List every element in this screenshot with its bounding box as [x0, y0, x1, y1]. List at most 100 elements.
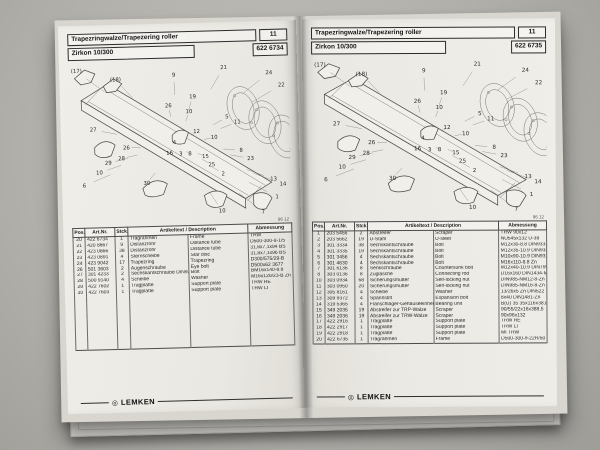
catalog-page-left: Trapezringwalze/Trapezering roller 11 Zi…	[57, 20, 307, 415]
callout-leader-line	[127, 154, 138, 158]
parts-table: Pos. Art.Nr. Stck. Artikeltext / Descrip…	[311, 220, 548, 345]
col-qty: Stck.	[114, 227, 128, 237]
callout-leader-line	[345, 125, 362, 129]
callout-leader-line	[191, 132, 195, 136]
callout-number: 9	[172, 72, 176, 78]
brand-logo: LEMKEN	[356, 392, 392, 402]
callout-number: 10	[436, 105, 444, 111]
callout-number: 2	[473, 168, 477, 174]
callout-leader-line	[149, 172, 156, 180]
callout-number: 16	[166, 150, 173, 156]
page-header: Trapezringwalze/Trapezering roller 11	[310, 26, 547, 40]
col-pos: Pos.	[72, 228, 85, 238]
callout-leader-line	[249, 182, 268, 192]
model-name-box: Zirkon 10/300	[311, 41, 447, 55]
callout-leader-line	[367, 80, 380, 93]
callout-number: 4	[173, 140, 177, 146]
lemken-emblem-icon: ◎	[111, 399, 119, 407]
callout-number: 6	[83, 183, 87, 189]
callout-number: (17)	[71, 69, 82, 75]
callout-number: 22	[278, 82, 285, 88]
callout-number: 14	[280, 181, 287, 187]
callout-leader-line	[335, 168, 355, 176]
callout-number: 26	[414, 99, 422, 105]
callout-number: 10	[339, 164, 347, 170]
callout-number: 10	[469, 205, 477, 211]
callout-number: 3	[428, 147, 432, 153]
callout-number: 28	[118, 156, 125, 162]
callout-number: 30	[389, 176, 397, 182]
callout-number: 13	[270, 176, 277, 182]
callout-leader-line	[239, 193, 255, 206]
callout-number: 10	[462, 131, 470, 137]
callout-number: 12	[443, 125, 450, 131]
callout-number: 24	[522, 68, 530, 74]
callout-number: 26	[165, 103, 172, 109]
parts-table: Pos. Art.Nr. Stck. Artikeltext / Descrip…	[72, 222, 296, 351]
brand-logo: LEMKEN	[120, 397, 156, 407]
callout-leader-line	[213, 119, 223, 125]
callout-number: (18)	[110, 77, 121, 83]
callout-number: 10	[211, 135, 218, 141]
callout-leader-line	[209, 192, 218, 205]
callout-leader-line	[86, 78, 105, 93]
callout-leader-line	[428, 147, 430, 149]
callout-number: 25	[208, 162, 215, 168]
lemken-emblem-icon: ◎	[347, 393, 355, 401]
callout-leader-line	[499, 166, 519, 173]
trapez-ring-discs	[226, 86, 292, 159]
callout-number: 29	[105, 161, 112, 167]
callout-number: 23	[247, 156, 254, 162]
part-list-code-box: 622 6735	[510, 40, 547, 54]
callout-number: 8	[492, 145, 496, 151]
callout-leader-line	[220, 124, 232, 129]
footer-rule	[316, 396, 345, 398]
callout-leader-line	[223, 148, 235, 150]
callout-leader-line	[210, 165, 219, 172]
callout-number: 9	[422, 68, 426, 74]
callout-leader-line	[418, 105, 421, 113]
callout-number: 19	[440, 90, 448, 96]
page-title: Trapezringwalze/Trapezering roller	[310, 26, 516, 40]
callout-leader-line	[253, 172, 273, 181]
callout-leader-line	[188, 101, 192, 111]
catalog-page-right: Trapezringwalze/Trapezering roller 11 Zi…	[301, 18, 557, 408]
callout-leader-line	[174, 142, 176, 144]
callout-leader-line	[350, 159, 366, 165]
trapez-ring-discs	[479, 83, 547, 156]
callout-number: 3	[179, 151, 183, 157]
callout-leader-line	[464, 116, 475, 122]
callout-leader-line	[330, 72, 350, 87]
callout-leader-line	[210, 75, 220, 90]
open-catalog-book: Trapezringwalze/Trapezering roller 11 Zi…	[54, 11, 568, 423]
page-footer: ◎ LEMKEN	[77, 391, 297, 409]
callout-leader-line	[435, 110, 439, 117]
callout-number: 27	[333, 121, 341, 127]
callout-number: 16	[414, 146, 422, 152]
callout-number: 28	[363, 151, 371, 157]
callout-leader-line	[101, 131, 117, 135]
callout-leader-line	[186, 151, 189, 153]
callout-leader-line	[462, 71, 473, 86]
callout-leader-line	[252, 90, 272, 102]
callout-number: 10	[186, 109, 193, 115]
page-subheader: Zirkon 10/300 622 6735	[311, 40, 547, 55]
col-artnr: Art.Nr.	[324, 221, 355, 231]
callout-leader-line	[435, 146, 439, 149]
callout-leader-line	[359, 152, 373, 156]
callout-number: 10	[96, 170, 103, 176]
callout-number: (18)	[356, 72, 368, 78]
callout-leader-line	[507, 88, 528, 100]
callout-number: 2	[222, 171, 226, 177]
callout-number: 5	[478, 111, 482, 117]
footer-rule	[80, 402, 109, 404]
callout-leader-line	[482, 151, 497, 155]
callout-leader-line	[179, 151, 181, 154]
callout-leader-line	[502, 179, 522, 190]
